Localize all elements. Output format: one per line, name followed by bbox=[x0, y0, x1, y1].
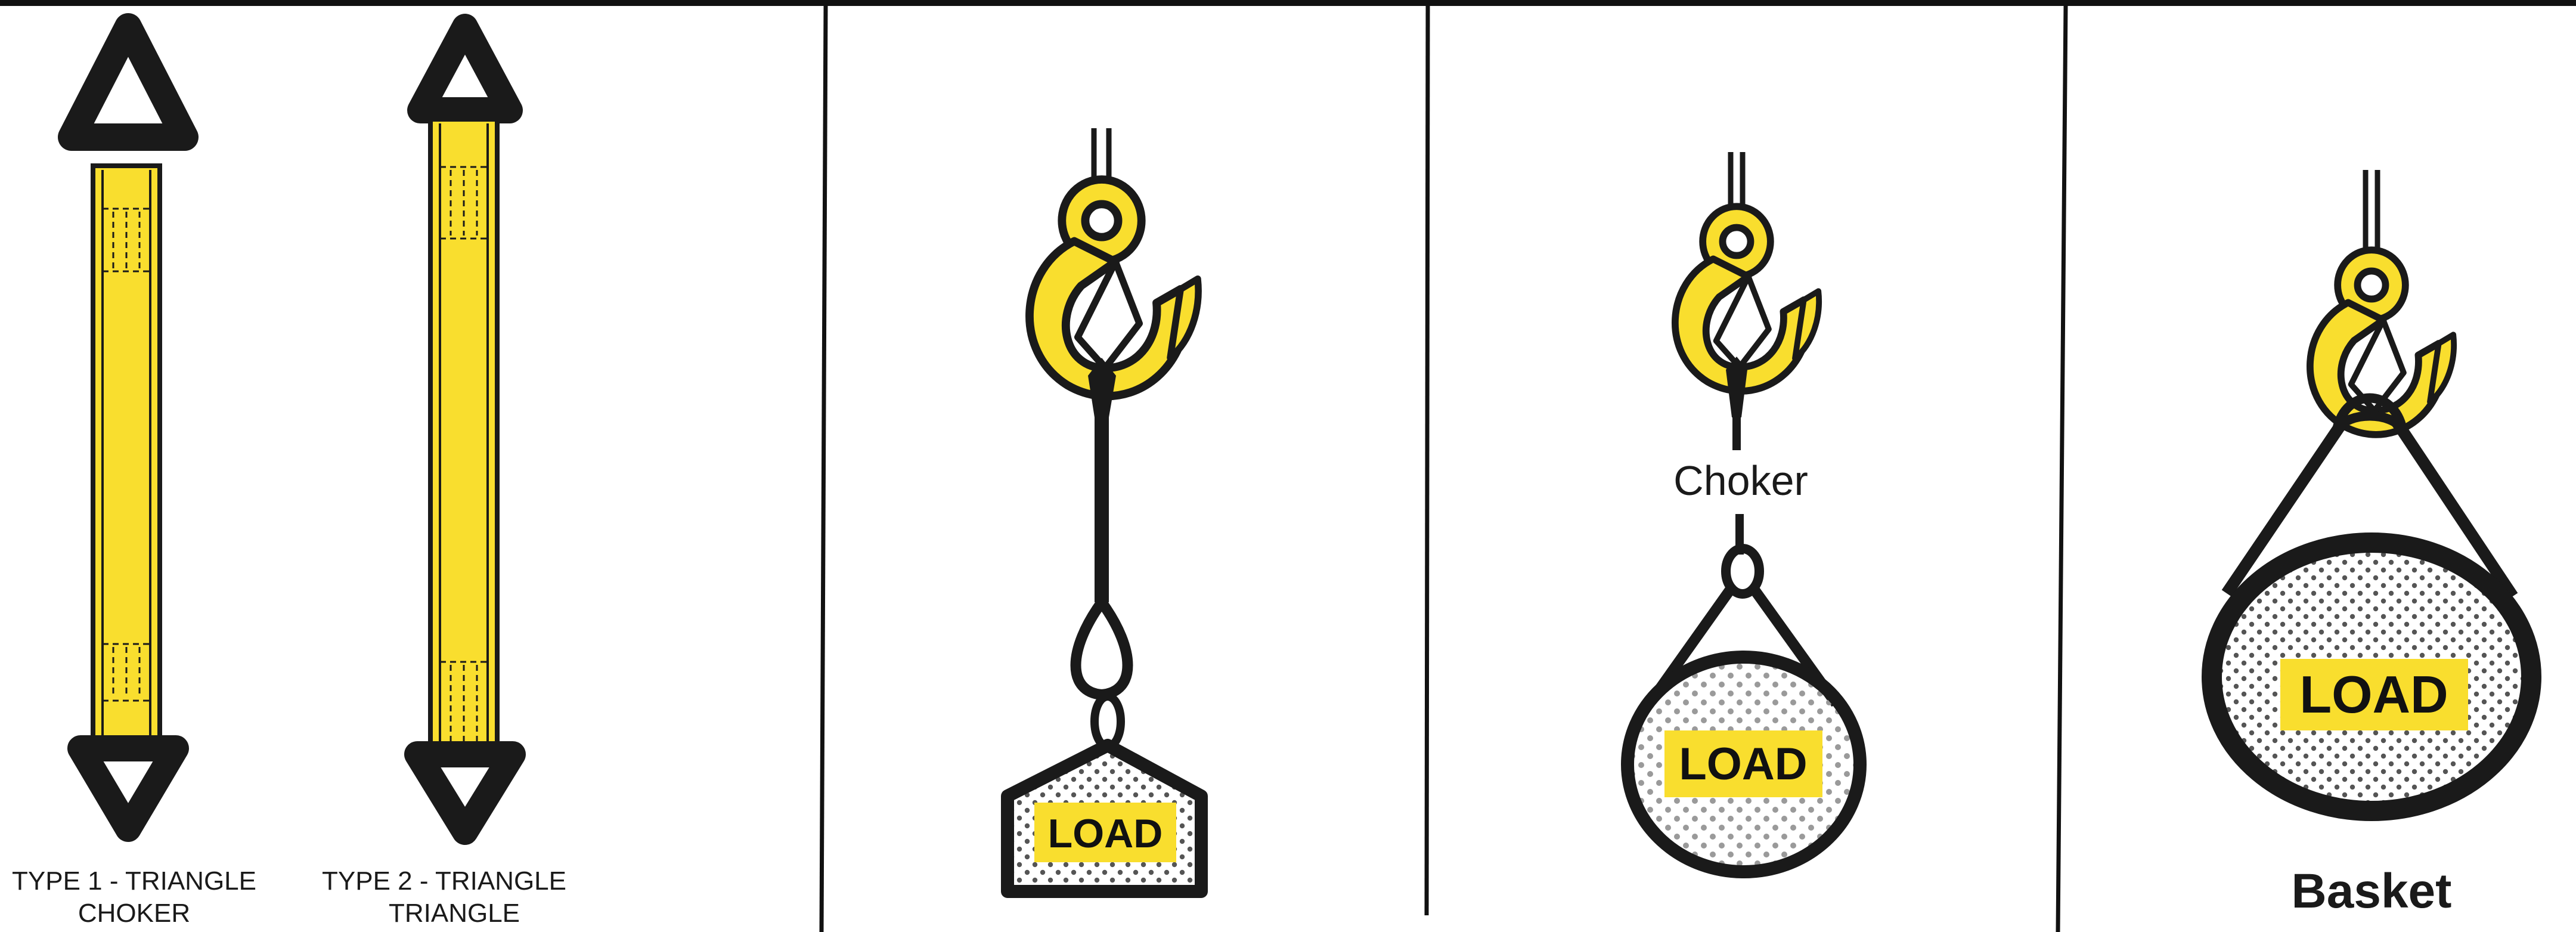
basket-caption: Basket bbox=[2292, 864, 2452, 918]
panel-basket-hitch: LOAD Basket bbox=[2202, 170, 2541, 918]
sling-eye-bottom bbox=[1070, 593, 1133, 701]
crane-hook-icon bbox=[2310, 250, 2454, 435]
panel-choker-hitch: Choker LOAD bbox=[1621, 152, 1867, 878]
sling-1-label-line1: TYPE 1 - TRIANGLE bbox=[12, 866, 256, 896]
sling-type-1: TYPE 1 - TRIANGLE CHOKER bbox=[12, 13, 256, 928]
top-border bbox=[0, 0, 2576, 6]
load-label-bg bbox=[2280, 659, 2468, 730]
stitching-top bbox=[440, 166, 488, 240]
sling-1-label-line2: CHOKER bbox=[78, 899, 190, 928]
divider-1 bbox=[819, 5, 828, 932]
sling-2-label-line1: TYPE 2 - TRIANGLE bbox=[322, 866, 566, 896]
load-label: LOAD bbox=[1048, 811, 1163, 856]
divider-2 bbox=[1424, 5, 1430, 916]
triangle-fitting-icon bbox=[58, 13, 199, 151]
load-label-bg bbox=[1664, 730, 1822, 797]
panel-sling-types: TYPE 1 - TRIANGLE CHOKER TYPE 2 - TRIANG… bbox=[12, 13, 566, 928]
choker-loop bbox=[1721, 544, 1764, 599]
triangle-fitting-icon bbox=[67, 735, 189, 842]
crane-hook-icon bbox=[1030, 179, 1198, 396]
panel-vertical-hitch: LOAD bbox=[1001, 128, 1208, 898]
sling-leg-right bbox=[2388, 414, 2518, 600]
sling-2-label-line2: TRIANGLE bbox=[389, 899, 520, 928]
load-label-bg bbox=[1034, 803, 1176, 862]
wire-rope-icon bbox=[2363, 170, 2380, 259]
crane-hook-icon bbox=[1675, 206, 1819, 391]
triangle-fitting-icon bbox=[404, 741, 526, 845]
sling-type-2: TYPE 2 - TRIANGLE TRIANGLE bbox=[322, 14, 566, 928]
triangle-fitting-icon bbox=[407, 14, 523, 123]
load-label: LOAD bbox=[2299, 665, 2448, 724]
choker-caption: Choker bbox=[1673, 457, 1808, 504]
stitching-bottom bbox=[103, 643, 150, 702]
load-label: LOAD bbox=[1679, 739, 1807, 789]
sling-leg-left bbox=[2221, 414, 2351, 597]
sling-eye-top bbox=[1088, 358, 1116, 417]
divider-3 bbox=[2056, 5, 2068, 932]
stitching-top bbox=[103, 208, 150, 273]
